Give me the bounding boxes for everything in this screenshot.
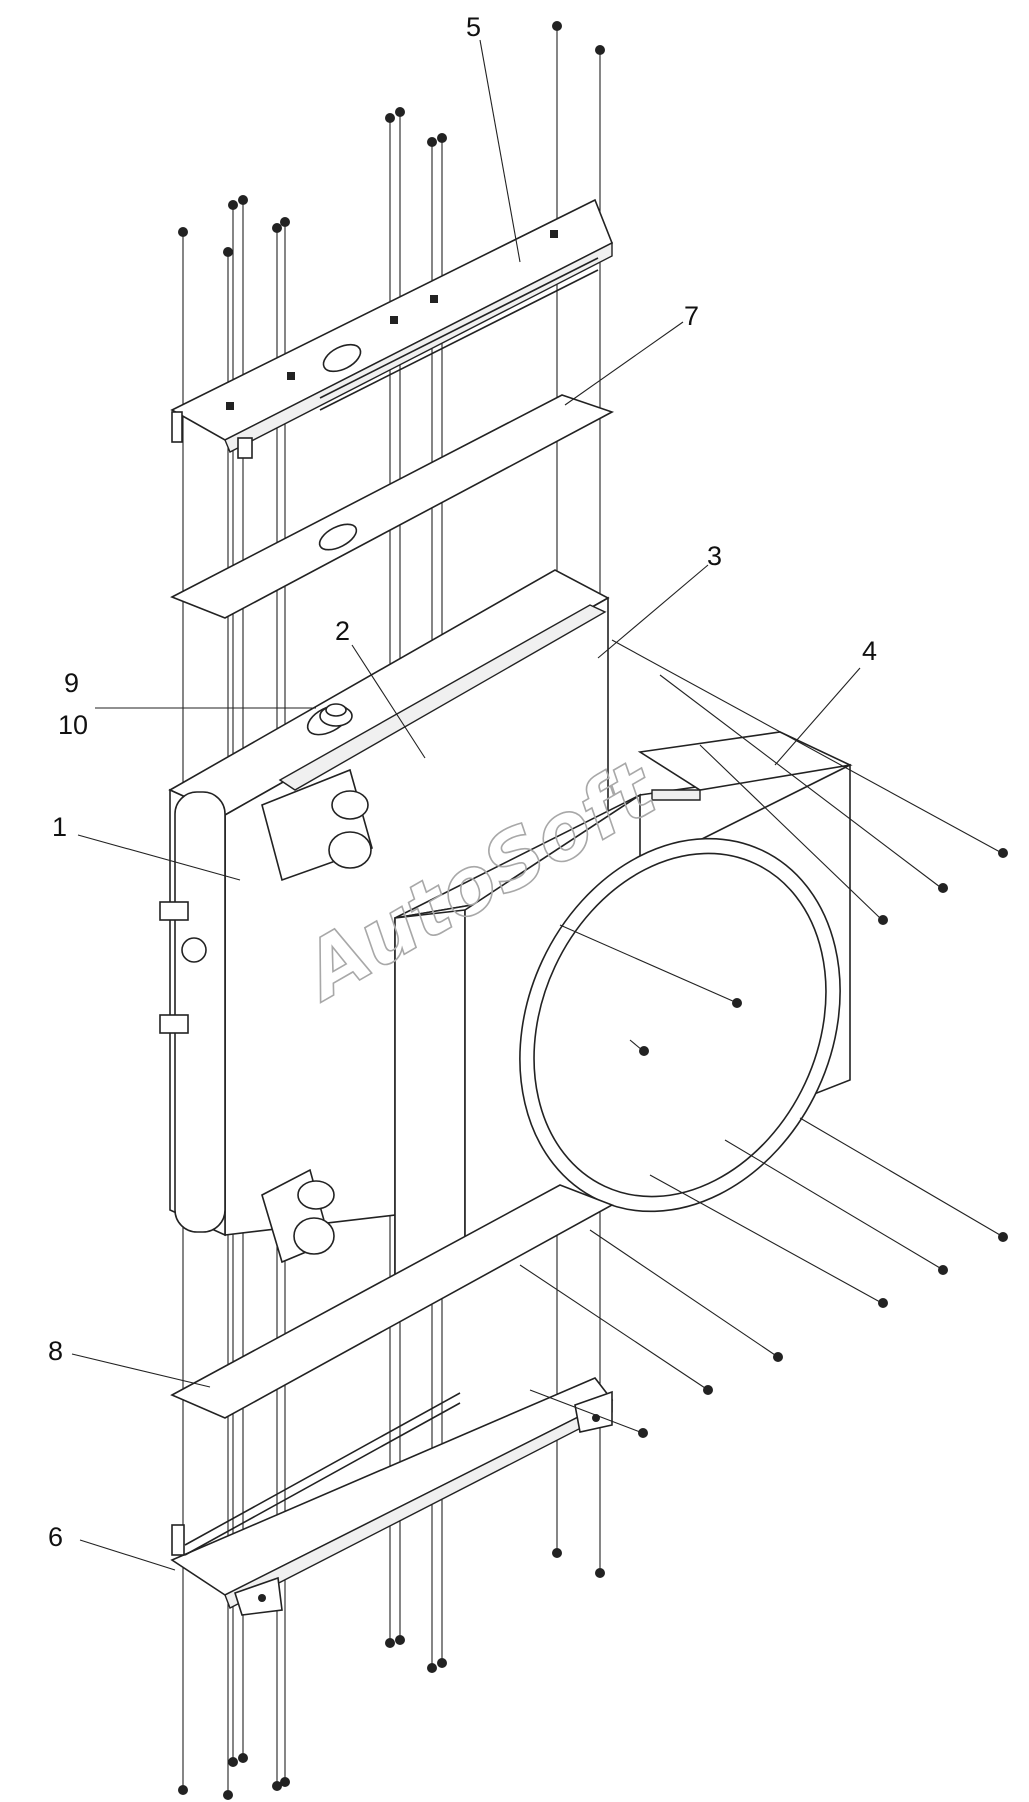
callout-9: 9 bbox=[64, 668, 79, 698]
callout-7: 7 bbox=[684, 301, 699, 331]
top-bolt-heads bbox=[178, 21, 605, 257]
callout-1: 1 bbox=[52, 812, 67, 842]
top-mounting-bracket bbox=[170, 198, 614, 459]
callout-10: 10 bbox=[58, 710, 88, 740]
callout-8: 8 bbox=[48, 1336, 63, 1366]
lower-hose-pipe bbox=[261, 1168, 335, 1264]
right-fastener-lines bbox=[519, 639, 1001, 1433]
right-bolt-heads bbox=[638, 848, 1008, 1438]
bottom-bolt-heads bbox=[178, 1548, 605, 1800]
callout-3: 3 bbox=[707, 541, 722, 571]
callout-labels: 5 7 3 4 2 9 10 1 8 6 bbox=[48, 12, 877, 1552]
fan-ring bbox=[519, 837, 841, 1213]
lower-cover-plate bbox=[170, 1184, 614, 1419]
callout-leaders bbox=[71, 39, 861, 1571]
bottom-mounting-bracket bbox=[170, 1377, 614, 1616]
callout-6: 6 bbox=[48, 1522, 63, 1552]
top-cover-plate bbox=[170, 394, 615, 619]
filler-cap bbox=[319, 703, 353, 727]
callout-2: 2 bbox=[335, 616, 350, 646]
callout-5: 5 bbox=[466, 12, 481, 42]
callout-4: 4 bbox=[862, 636, 877, 666]
upper-hose-pipe bbox=[261, 768, 373, 882]
